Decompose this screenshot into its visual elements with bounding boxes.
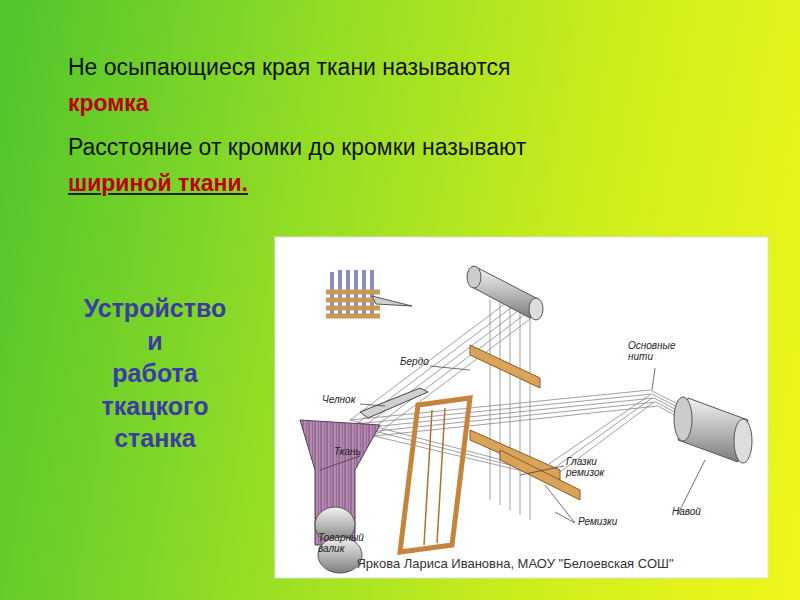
shuttle	[360, 388, 428, 418]
leader-lines	[652, 368, 655, 390]
term: кромка	[68, 90, 149, 117]
part-label: Челнок	[322, 394, 355, 405]
leader-lines	[320, 456, 360, 470]
definition-text: Не осыпающиеся края ткани называются	[68, 54, 510, 81]
top-roller	[467, 266, 481, 288]
heddle-shafts	[470, 345, 540, 388]
part-label: Основные нити	[628, 340, 688, 362]
top-roller	[529, 298, 543, 320]
leader-lines	[320, 366, 705, 523]
part-label: Навой	[672, 506, 701, 517]
warp-threads	[490, 300, 530, 520]
part-label: Ремизки	[578, 516, 617, 527]
warp-beam	[674, 397, 752, 463]
leader-lines	[520, 466, 564, 475]
reed-frame	[424, 408, 445, 545]
warp-beam	[674, 397, 692, 441]
illustration-panel	[275, 237, 768, 578]
heddle-shafts	[470, 345, 580, 500]
part-label: Бердо	[400, 356, 429, 367]
leader-lines	[678, 460, 705, 514]
reed-frame	[400, 398, 470, 552]
part-label: Глазки ремизок	[566, 456, 616, 478]
reed-frame	[400, 398, 470, 552]
definition-text: Расстояние от кромки до кромки называют	[68, 134, 526, 161]
slide-heading: Устройство и работа ткацкого станка	[50, 292, 260, 455]
leader-lines	[545, 485, 575, 523]
top-roller	[467, 266, 543, 320]
part-label: Ткань	[334, 446, 361, 457]
weave-inset	[372, 296, 412, 306]
shuttle	[360, 388, 428, 418]
part-label: Товарный валик	[318, 532, 388, 554]
heddle-shafts	[470, 430, 560, 480]
fabric	[300, 420, 380, 545]
warp-threads	[350, 395, 654, 478]
weave-inset	[326, 270, 412, 318]
warp-beam	[734, 419, 752, 463]
author-credit: Яркова Лариса Ивановна, МАОУ "Белоевская…	[320, 556, 710, 573]
leader-lines	[360, 404, 385, 406]
leader-lines	[430, 366, 470, 370]
term: шириной ткани.	[68, 170, 248, 197]
